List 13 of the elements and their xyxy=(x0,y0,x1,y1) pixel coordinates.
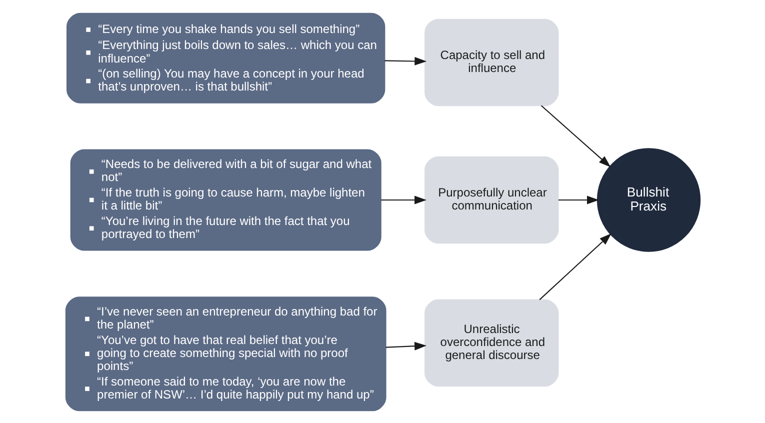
node-box: “Every time you shake hands you sell something” “Everything just boils down to sales… which you can influence” “(on selling) You may have a concept in your head that’s unproven… is that bullshit” xyxy=(66,12,385,103)
node-circle: Bullshit Praxis xyxy=(596,148,700,252)
arrow xyxy=(538,232,611,300)
node-box: Unrealistic overconfidence and general discourse xyxy=(424,298,558,386)
node-box: “I’ve never seen an entrepreneur do anything bad for the planet” “You’ve got to have that real belief that you’re going to create something special with no proof points” “If someone said to me today, ‘you are now the premier of NSW’… I’d quite happily put my hand up” xyxy=(64,296,386,411)
node-box: “Needs to be delivered with a bit of sugar and what not” “If the truth is going to cause harm, maybe lighten it a little bit” “You’re living in the future with the fact that you portrayed to them” xyxy=(70,148,381,250)
arrow xyxy=(385,341,426,350)
arrow xyxy=(380,195,426,204)
arrow xyxy=(384,56,426,65)
arrow xyxy=(558,195,598,204)
node-box: Purposefully unclear communication xyxy=(424,156,558,244)
arrow xyxy=(540,104,610,167)
node-box: Capacity to sell and influence xyxy=(424,18,558,106)
